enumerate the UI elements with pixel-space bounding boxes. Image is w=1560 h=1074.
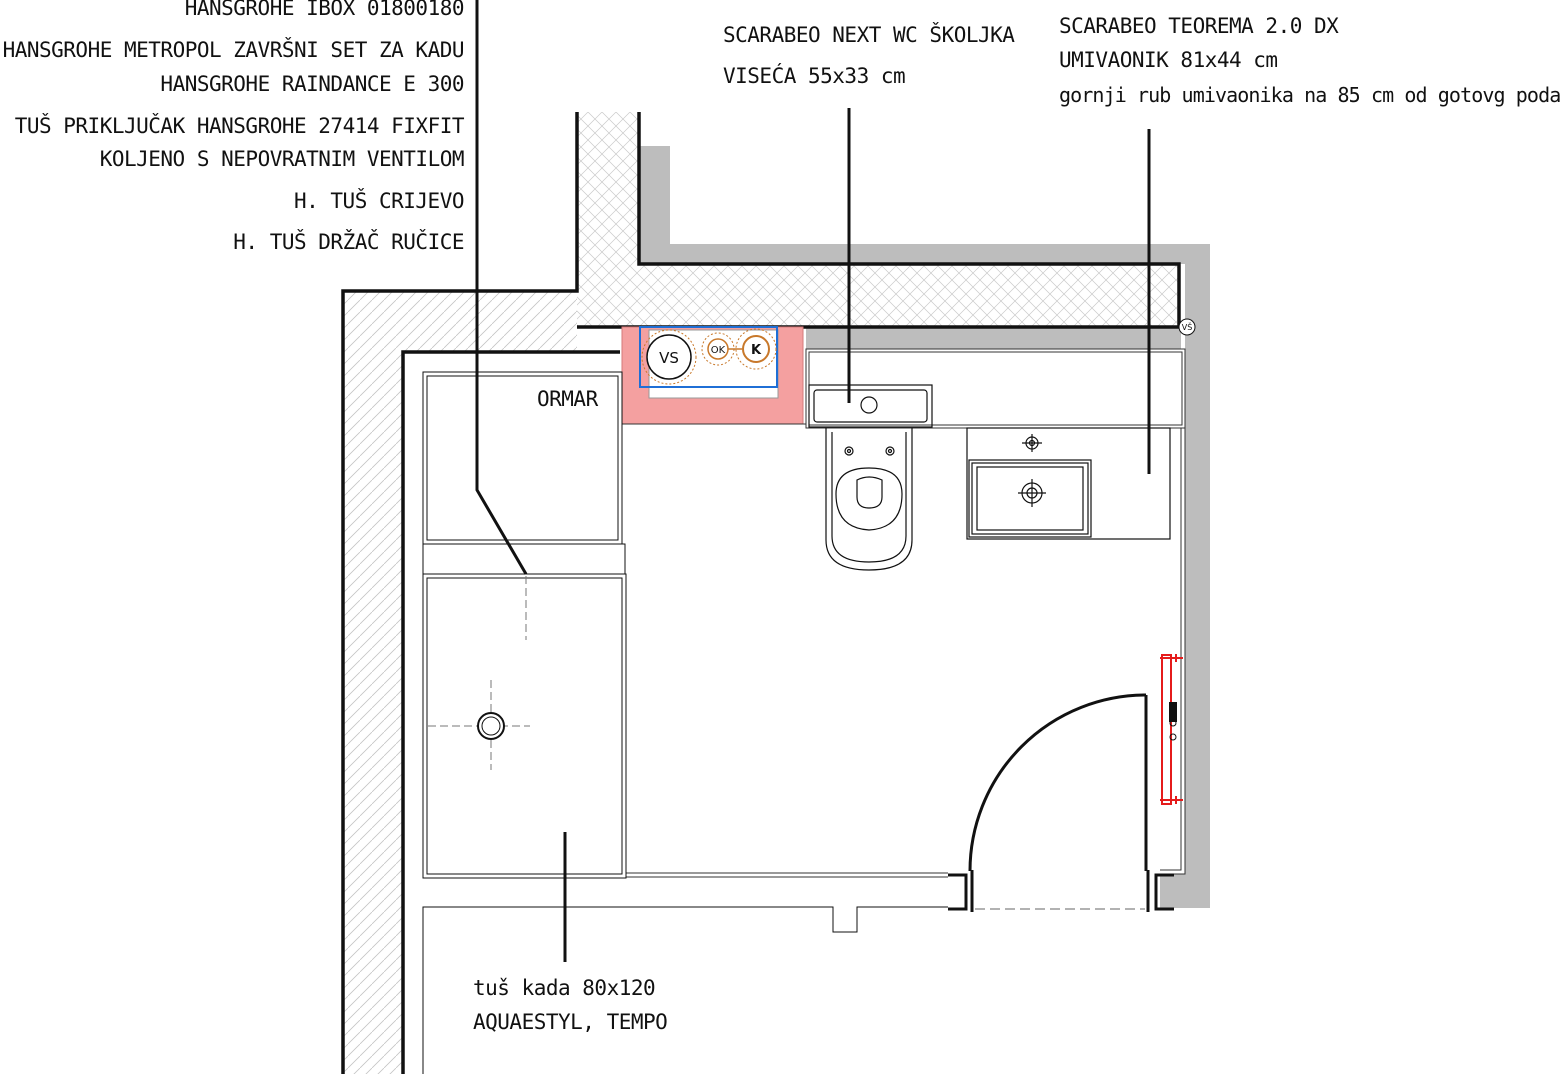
label-fixfit: TUŠ PRIKLJUČAK HANSGROHE 27414 FIXFIT <box>14 114 465 138</box>
symbol-vs-small: VŠ <box>1182 321 1193 332</box>
symbol-vs: VS <box>659 349 679 367</box>
symbol-ok: OK <box>711 345 726 356</box>
label-drzac: H. TUŠ DRŽAČ RUČICE <box>233 230 464 254</box>
symbol-k: K <box>751 343 762 358</box>
label-metropol: HANSGROHE METROPOL ZAVRŠNI SET ZA KADU <box>2 38 465 62</box>
label-tub-line2: AQUAESTYL, TEMPO <box>473 1010 668 1034</box>
lower-room-outline <box>422 906 948 1074</box>
exterior-wall-gray <box>638 146 1210 908</box>
vs-symbol: VS <box>641 329 697 385</box>
room-interior <box>622 348 1186 878</box>
label-sink-line1: SCARABEO TEOREMA 2.0 DX <box>1059 14 1339 38</box>
toilet <box>808 384 933 571</box>
k-symbol: K <box>735 328 777 370</box>
hatched-wall-left <box>343 291 577 1074</box>
label-raindance: HANSGROHE RAINDANCE E 300 <box>160 72 464 96</box>
label-wc-line1: SCARABEO NEXT WC ŠKOLJKA <box>723 23 1015 47</box>
label-koljeno: KOLJENO S NEPOVRATNIM VENTILOM <box>99 147 465 171</box>
label-ormar: ORMAR <box>537 387 598 411</box>
hatched-wall-top <box>577 112 1179 327</box>
label-sink-line2: UMIVAONIK 81x44 cm <box>1059 48 1278 72</box>
label-sink-line3: gornji rub umivaonika na 85 cm od gotovg… <box>1059 83 1560 107</box>
label-ibox: HANSGROHE IBOX 01800180 <box>184 0 465 20</box>
floor-plan: VS OK K VŠ <box>341 0 1210 1074</box>
ibox-blue-frame <box>639 326 778 388</box>
radiator <box>1160 654 1183 805</box>
label-tub-line1: tuš kada 80x120 <box>473 976 656 1000</box>
sink <box>966 427 1171 540</box>
label-wc-line2: VISEĆA 55x33 cm <box>723 64 906 88</box>
leader-lines <box>475 0 1151 962</box>
door <box>948 693 1174 912</box>
vs-small-symbol: VŠ <box>1178 318 1196 336</box>
label-crijevo: H. TUŠ CRIJEVO <box>293 189 465 213</box>
shower-tray <box>422 573 627 879</box>
wall-outlines <box>341 112 1181 1074</box>
